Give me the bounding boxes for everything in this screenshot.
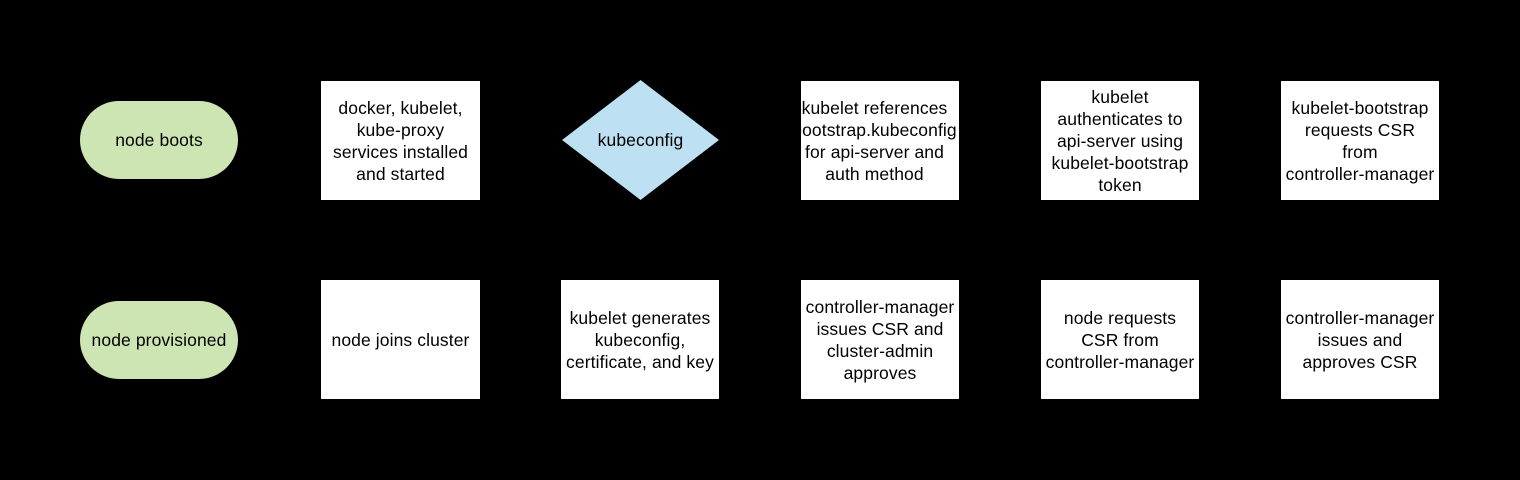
flow-node-label: kubelet-bootstrap requests CSR from cont… (1285, 97, 1435, 184)
flow-node-label: kubelet references bootstrap.kubeconfig … (792, 97, 957, 184)
flow-node-kubelet-bootstrap-requests-csr[interactable]: kubelet-bootstrap requests CSR from cont… (1281, 81, 1439, 200)
flow-node-label: node provisioned (91, 330, 227, 350)
flow-node-node-requests-csr[interactable]: node requests CSR from controller-manage… (1041, 280, 1199, 399)
flow-node-kubelet-authenticates[interactable]: kubelet authenticates to api-server usin… (1041, 81, 1199, 200)
flow-node-controller-manager-issues-approves[interactable]: controller-manager issues and approves C… (1281, 280, 1439, 399)
flow-node-kubelet-generates-kubeconfig[interactable]: kubelet generates kubeconfig, certificat… (561, 280, 719, 399)
flow-node-services-installed[interactable]: docker, kubelet, kube-proxy services ins… (321, 81, 480, 200)
flow-node-controller-manager-issues-csr[interactable]: controller-manager issues CSR and cluste… (801, 280, 959, 399)
flow-node-label: docker, kubelet, kube-proxy services ins… (332, 97, 469, 184)
flow-node-kubelet-references-bootstrap[interactable]: kubelet references bootstrap.kubeconfig … (792, 81, 959, 200)
flow-node-node-boots[interactable]: node boots (80, 101, 238, 179)
flow-node-node-joins-cluster[interactable]: node joins cluster (321, 280, 480, 399)
diamond-icon (562, 80, 719, 200)
flow-node-label: controller-manager issues CSR and cluste… (805, 296, 955, 383)
flow-node-label: kubelet authenticates to api-server usin… (1051, 86, 1189, 195)
flow-node-kubeconfig-decision[interactable]: kubeconfig (562, 80, 719, 200)
flow-node-node-provisioned[interactable]: node provisioned (80, 301, 238, 379)
flow-node-label: kubelet generates kubeconfig, certificat… (566, 307, 714, 372)
flow-node-label: node requests CSR from controller-manage… (1045, 307, 1195, 372)
flow-node-label: kubeconfig (597, 130, 684, 150)
flow-node-label: node boots (115, 130, 203, 150)
flow-node-label: controller-manager issues and approves C… (1285, 307, 1435, 372)
flow-node-label: node joins cluster (331, 329, 470, 350)
